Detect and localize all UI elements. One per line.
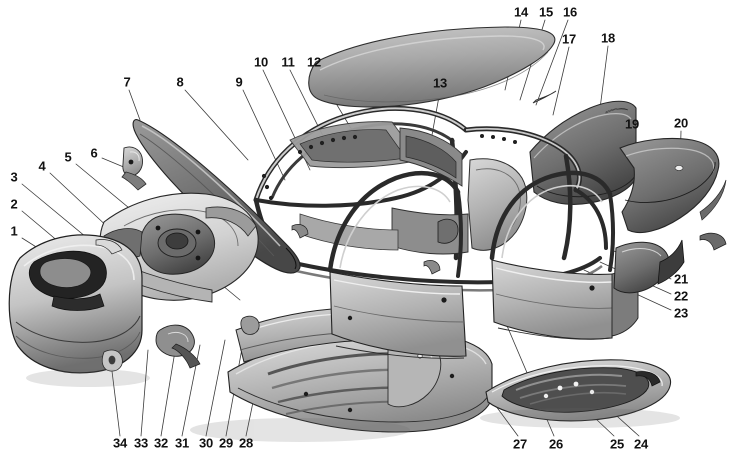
callout-label-7: 7	[123, 74, 131, 90]
leader-line-16	[535, 19, 569, 106]
callout-label-20: 20	[673, 115, 689, 131]
leader-line-17	[552, 46, 570, 116]
hinge-bracket-group	[121, 146, 147, 191]
callout-label-16: 16	[562, 4, 578, 20]
rear-quarter-trim	[613, 239, 685, 294]
callout-label-29: 29	[218, 435, 234, 451]
callout-label-1: 1	[10, 223, 18, 239]
leader-line-7	[128, 89, 141, 121]
callout-label-18: 18	[600, 30, 616, 46]
callout-label-33: 33	[133, 435, 149, 451]
callout-label-34: 34	[112, 435, 128, 451]
leader-line-8	[184, 89, 249, 161]
ground-shadows	[26, 369, 680, 442]
callout-label-9: 9	[235, 74, 243, 90]
callout-label-31: 31	[174, 435, 190, 451]
callout-label-6: 6	[90, 145, 98, 161]
callout-label-10: 10	[253, 54, 269, 70]
callout-label-3: 3	[10, 169, 18, 185]
callout-label-30: 30	[198, 435, 214, 451]
rear-floor-panel	[485, 359, 672, 422]
callout-label-27: 27	[512, 436, 528, 452]
inner-body-structure	[261, 121, 528, 255]
front-lower-brackets	[101, 324, 201, 372]
callout-label-32: 32	[153, 435, 169, 451]
callout-label-11: 11	[281, 54, 295, 70]
callout-label-14: 14	[513, 4, 529, 20]
callout-label-23: 23	[673, 305, 689, 321]
callout-label-8: 8	[176, 74, 184, 90]
callout-label-15: 15	[538, 4, 554, 20]
callout-label-5: 5	[64, 149, 72, 165]
callout-label-25: 25	[609, 436, 625, 452]
callout-label-2: 2	[10, 196, 18, 212]
leader-line-9	[242, 89, 286, 181]
front-door-panel	[327, 170, 467, 359]
rear-quarter-panel	[619, 137, 727, 234]
callout-label-21: 21	[673, 271, 689, 287]
callout-label-19: 19	[624, 116, 640, 132]
callout-label-13: 13	[432, 75, 448, 91]
roof-panel	[308, 26, 557, 108]
front-bumper-nose	[8, 234, 143, 374]
callout-label-4: 4	[38, 158, 46, 174]
callout-label-24: 24	[633, 436, 649, 452]
leader-line-33	[140, 349, 149, 437]
callout-label-12: 12	[306, 54, 322, 70]
rear-deck-panel	[529, 100, 637, 205]
rear-door-panel	[489, 170, 639, 340]
leader-line-32	[160, 344, 177, 437]
callout-label-17: 17	[561, 31, 577, 47]
leader-line-30	[205, 339, 226, 437]
small-fastener-parts	[240, 218, 727, 335]
callout-label-26: 26	[548, 436, 564, 452]
callout-label-28: 28	[238, 435, 254, 451]
callout-label-22: 22	[673, 288, 689, 304]
